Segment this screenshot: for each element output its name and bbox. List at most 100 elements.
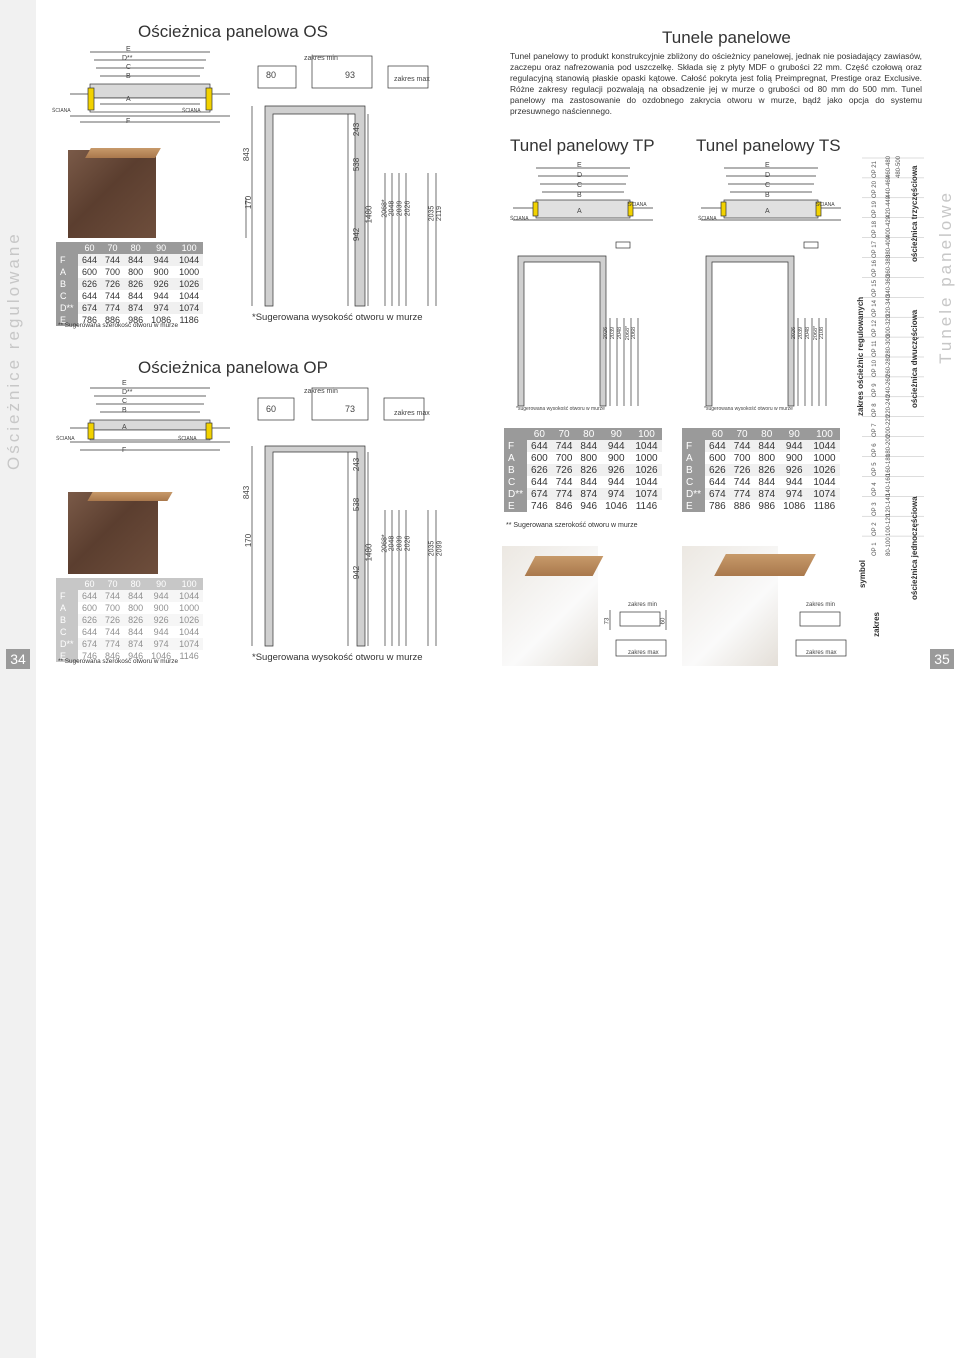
os-title: Ościeżnica panelowa OS	[138, 22, 328, 41]
table-row: E 746 846 946 1046 1146	[504, 500, 662, 512]
tp-table-header-cell: 100	[631, 428, 662, 440]
table-cell: 600	[709, 452, 726, 464]
op-table-header-cell: 80	[124, 578, 148, 590]
table-row: E 786 886 986 1086 1186	[682, 500, 840, 512]
tp-height-3: 2048	[617, 326, 624, 340]
range-zakres-cell: 220-240	[886, 394, 892, 417]
os-table-header-cell: 90	[147, 242, 176, 254]
table-cell: 700	[105, 603, 121, 613]
table-cell: 826	[576, 464, 602, 476]
table-cell: 944	[785, 476, 803, 488]
tp-wall-left: ŚCIANA	[510, 216, 529, 222]
range-symbol-cell: OP 20	[872, 180, 878, 198]
op-letter-a: A	[122, 424, 127, 431]
range-symbol-cell: OP 12	[872, 320, 878, 338]
ts-wall-left: ŚCIANA	[698, 216, 717, 222]
os-letter-a: A	[126, 96, 131, 103]
ts-zakres-min: zakres min	[806, 602, 836, 608]
table-row: D** 674 774 874 974 1074	[504, 488, 662, 500]
op-height-2035: 2035	[428, 540, 436, 557]
op-dim-843: 843	[242, 485, 252, 500]
range-zakres-cell: 300-320	[886, 315, 892, 338]
page-number-right: 35	[930, 649, 954, 669]
table-cell: 644	[705, 440, 730, 452]
table-cell: 846	[555, 500, 573, 512]
table-cell: D**	[504, 488, 528, 500]
op-frame-diagram	[251, 387, 437, 647]
ts-height-3: 2048	[805, 326, 812, 340]
table-cell: 926	[147, 614, 176, 626]
os-cross-section-diagram	[70, 51, 230, 123]
table-cell: 944	[601, 440, 632, 452]
tp-table-header-cell: 90	[601, 428, 632, 440]
page-number-left: 34	[6, 649, 30, 669]
ts-photo-plank	[714, 554, 816, 576]
table-cell: E	[682, 500, 706, 512]
range-row-header-symbol: symbol	[858, 560, 870, 670]
table-cell: 644	[78, 590, 102, 602]
table-cell: 900	[607, 452, 625, 464]
op-sugerowana: *Sugerowana wysokość otworu w murze	[252, 652, 423, 663]
os-zakres-min: zakres min	[304, 55, 338, 62]
os-table-header-cell: 100	[175, 242, 204, 254]
right-side-bar: Tunele panelowe 35	[0, 190, 955, 1358]
table-cell: 844	[124, 254, 148, 266]
range-zakres-cell: 100-120	[886, 514, 892, 537]
ts-letter-d: D	[765, 172, 771, 179]
table-cell: 844	[580, 476, 598, 488]
ts-frame-diagram	[705, 241, 827, 407]
table-cell: F	[56, 590, 78, 602]
table-cell: 874	[754, 488, 780, 500]
table-cell: 974	[147, 638, 176, 650]
range-symbol-cell: OP 16	[872, 260, 878, 278]
os-dim-538: 538	[352, 157, 362, 172]
range-zakres-cell: 380-400	[886, 235, 892, 258]
range-zakres-cell: 120-140	[886, 494, 892, 517]
ts-letter-e: E	[765, 162, 770, 169]
table-cell: 800	[758, 452, 776, 464]
table-cell: C	[682, 476, 706, 488]
table-cell: 900	[153, 267, 169, 277]
tp-table-header-cell: 80	[576, 428, 602, 440]
table-cell: 926	[601, 464, 632, 476]
range-row-header-zakres: zakres	[872, 560, 884, 670]
op-table-header-cell: 70	[101, 578, 125, 590]
op-dim-1480: 1480	[364, 543, 374, 562]
table-cell: 844	[128, 627, 144, 637]
table-cell: 774	[729, 488, 755, 500]
table-row: D** 674 774 874 974 1074	[56, 302, 204, 314]
table-row: C 644 744 844 944 1044	[56, 290, 203, 302]
os-wall-right: ŚCIANA	[182, 108, 201, 114]
range-symbol-cell: OP 8	[872, 403, 878, 417]
table-row: B 626 726 826 926 1026	[682, 464, 840, 476]
os-dim-1480: 1480	[364, 205, 374, 224]
table-cell: 644	[531, 476, 548, 488]
table-row: F 644 744 844 944 1044	[504, 440, 662, 452]
table-cell: 1044	[179, 627, 200, 637]
tp-letter-d: D	[577, 172, 583, 179]
table-cell: 944	[147, 590, 176, 602]
range-symbol-cell: OP 11	[872, 340, 878, 357]
os-dim-942: 942	[352, 227, 362, 242]
os-width-93: 93	[345, 70, 356, 80]
table-cell: 1044	[635, 476, 658, 488]
table-cell: 774	[101, 302, 125, 314]
os-width-80: 80	[266, 70, 277, 80]
table-cell: 1044	[175, 254, 204, 266]
table-cell: 926	[147, 278, 176, 290]
table-cell: 674	[78, 302, 102, 314]
table-cell: 1186	[179, 315, 199, 325]
table-cell: D**	[56, 638, 78, 650]
table-cell: 644	[78, 254, 102, 266]
range-table	[862, 155, 924, 667]
range-symbol-cell: OP 2	[872, 522, 878, 537]
range-symbol-cell: OP 18	[872, 220, 878, 238]
table-cell: 986	[128, 315, 144, 325]
op-width-60: 60	[266, 404, 277, 414]
op-height-2026: 2026	[404, 535, 412, 552]
table-cell: 744	[101, 254, 125, 266]
range-group-2: ościeżnica dwuczęściowa	[910, 309, 919, 408]
range-zakres-cell: 140-160	[886, 474, 892, 497]
op-cross-section-diagram	[70, 387, 230, 451]
right-side-label: Tunele panelowe	[936, 190, 955, 364]
